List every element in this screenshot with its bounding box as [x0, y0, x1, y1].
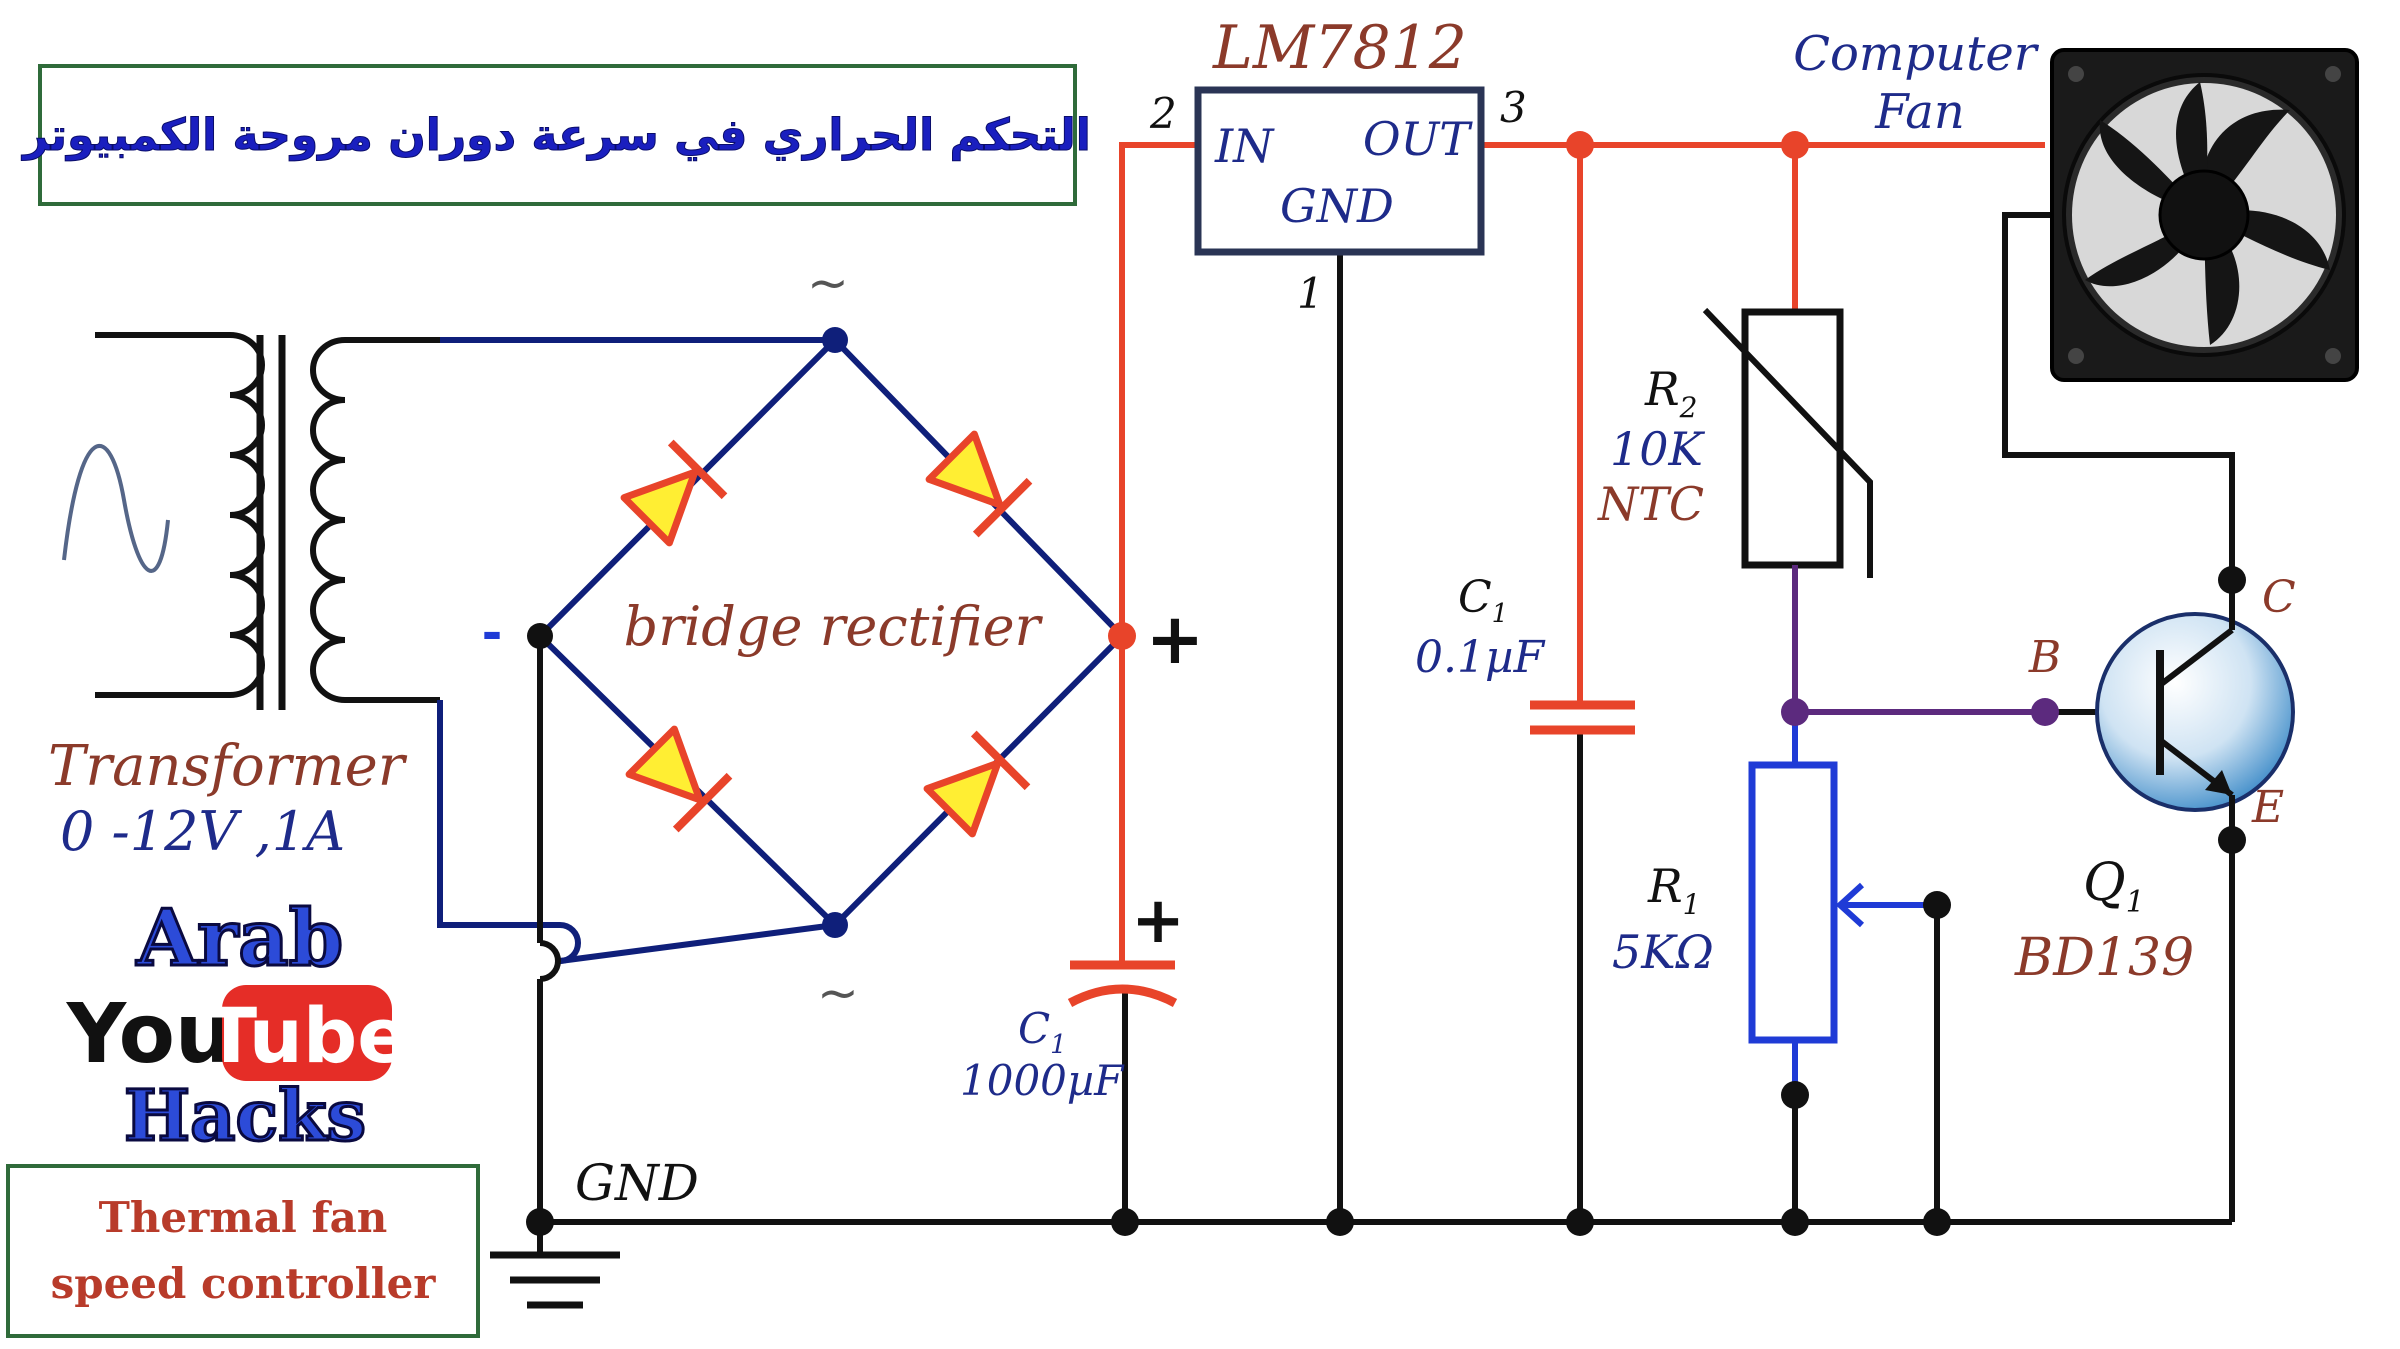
logo-you: You — [66, 987, 234, 1082]
lm7812-out: OUT — [1363, 112, 1473, 166]
lm7812-gnd: GND — [1280, 179, 1394, 233]
capacitor-1000uf-name: C1 — [1018, 1004, 1067, 1060]
capacitor-0-1uf-value: 0.1µF — [1415, 632, 1546, 683]
transformer-label: Transformer — [48, 734, 408, 799]
q1-collector-label: C — [2262, 572, 2296, 623]
capacitor-0-1uf-name: C1 — [1458, 572, 1508, 629]
bridge-minus-label: - — [482, 604, 503, 662]
diode-bottom-left — [625, 725, 733, 833]
logo-arab: Arab — [136, 893, 344, 984]
footer-title-box: Thermal fan speed controller — [6, 1164, 480, 1338]
lm7812-title: LM7812 — [1212, 13, 1467, 83]
lm7812-pin1: 1 — [1297, 269, 1324, 318]
gnd-label: GND — [575, 1154, 699, 1212]
transformer — [95, 332, 440, 710]
footer-title-line1: Thermal fan — [99, 1193, 388, 1242]
diode-top-right — [925, 430, 1033, 538]
title-box: التحكم الحراري في سرعة دوران مروحة الكمب… — [21, 64, 1091, 206]
capacitor-1000uf-plus: + — [1131, 884, 1185, 958]
r1-value: 5KΩ — [1612, 925, 1714, 979]
bridge-ac-symbol-top: ~ — [807, 254, 849, 312]
logo-hacks: Hacks — [124, 1074, 366, 1157]
q1-part: BD139 — [2014, 928, 2194, 988]
lm7812-pin2: 2 — [1149, 89, 1177, 138]
bridge-diodes — [620, 430, 1033, 838]
capacitor-1000uf-value: 1000µF — [960, 1056, 1125, 1105]
r2-type: NTC — [1597, 477, 1704, 531]
arab-youtube-hacks-logo: Arab You Tube Hacks — [66, 892, 409, 1159]
capacitor-1000uf — [1067, 960, 1178, 1008]
fan-label-line1: Computer — [1793, 26, 2039, 82]
potentiometer-r1 — [1748, 712, 1937, 1095]
bridge-ac-symbol-bottom: ~ — [817, 964, 859, 1022]
computer-fan — [2050, 48, 2359, 382]
bridge-rectifier-label: bridge rectifier — [624, 595, 1044, 658]
transformer-primary-coil — [95, 332, 265, 698]
r2-name: R2 — [1644, 362, 1697, 424]
q1-name: Q1 — [2083, 853, 2145, 920]
footer-title-line2: speed controller — [51, 1259, 437, 1308]
capacitor-0-1uf — [1530, 700, 1635, 735]
transistor-q1 — [2095, 600, 2295, 838]
diode-top-left — [620, 439, 728, 547]
transformer-secondary-coil — [310, 337, 440, 703]
transformer-rating: 0 -12V ,1A — [60, 800, 345, 863]
positive-wires — [1119, 142, 2045, 965]
junction-dots — [526, 131, 2246, 1236]
lm7812-pin3: 3 — [1500, 83, 1527, 132]
diode-bottom-right — [923, 730, 1031, 838]
ntc-thermistor-r2 — [1702, 307, 1873, 578]
logo-tube-badge — [222, 985, 392, 1081]
fan-label-line2: Fan — [1874, 84, 1965, 140]
ground-symbol — [490, 1251, 620, 1309]
ac-source-sine — [62, 444, 170, 573]
q1-emitter-label: E — [2251, 782, 2284, 833]
r2-value: 10K — [1610, 422, 1706, 476]
logo-tube: Tube — [205, 991, 409, 1080]
lm7812-in: IN — [1214, 119, 1275, 173]
q1-base-label: B — [2028, 632, 2061, 683]
ground-wires — [537, 212, 2235, 1255]
r1-name: R1 — [1647, 859, 1700, 921]
bridge-plus-label: + — [1146, 598, 1205, 680]
lm7812-regulator — [1194, 86, 1485, 256]
title-arabic: التحكم الحراري في سرعة دوران مروحة الكمب… — [21, 110, 1091, 161]
